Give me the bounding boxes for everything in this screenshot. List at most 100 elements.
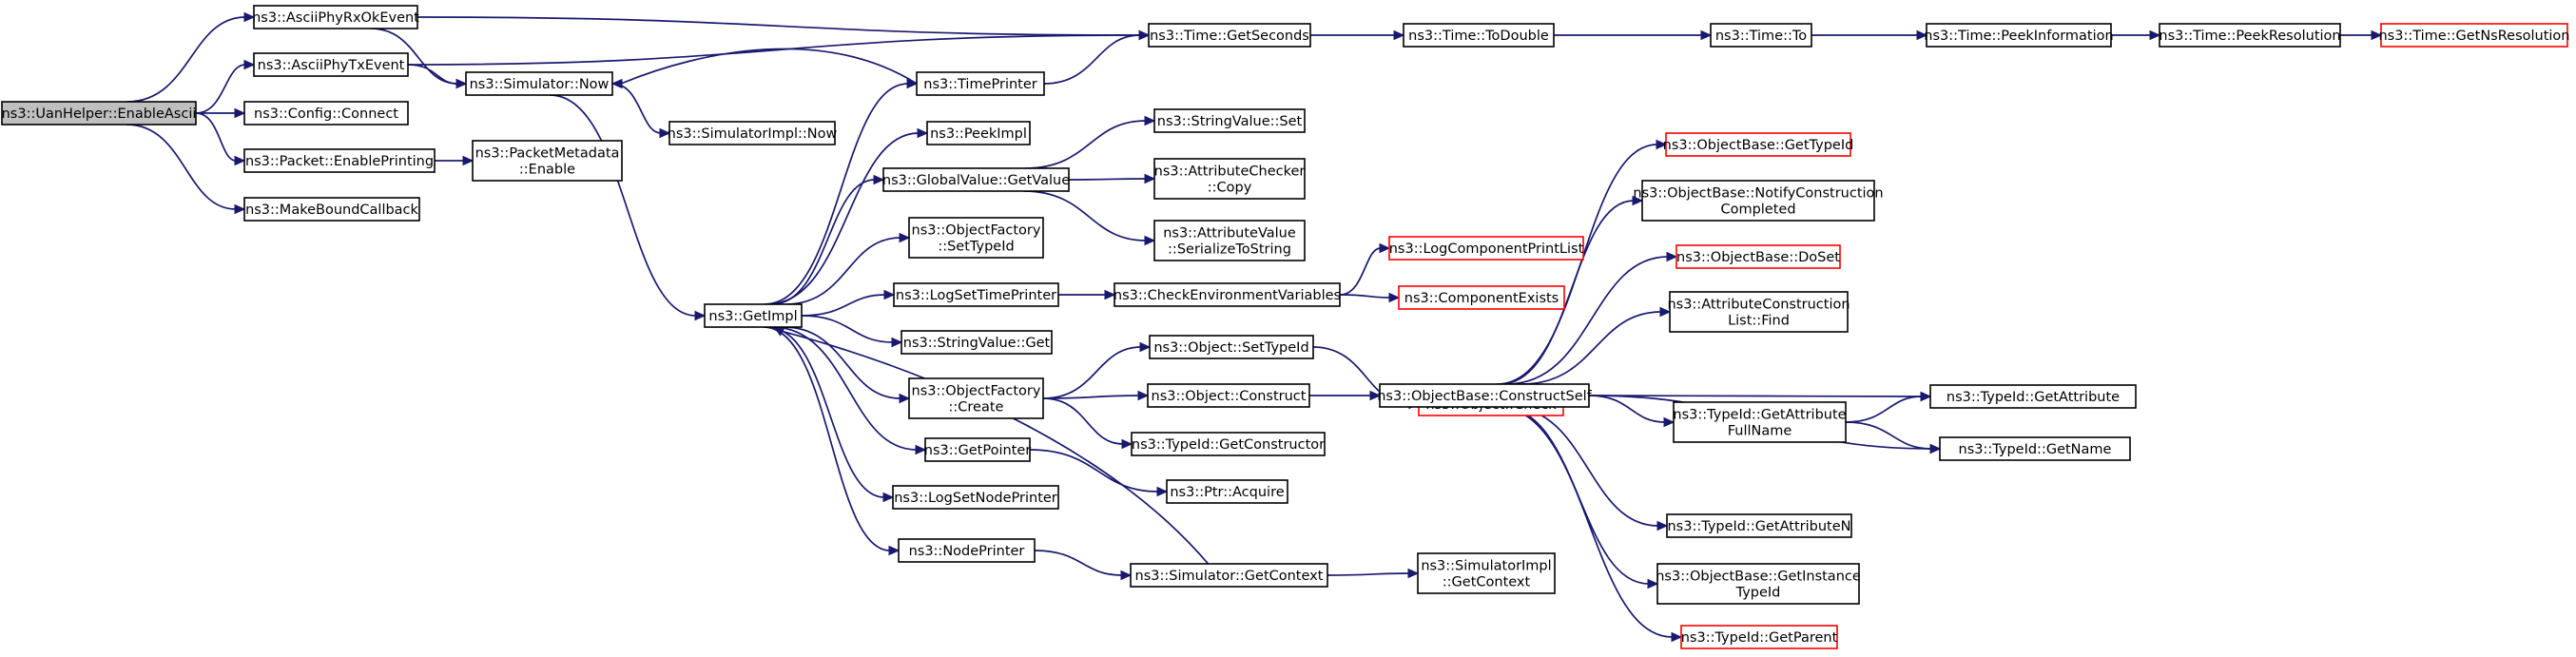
node-obnotify[interactable]: ns3::ObjectBase::NotifyConstructionCompl…	[1633, 180, 1884, 222]
node-box[interactable]	[1398, 285, 1565, 310]
node-enableprinting[interactable]: ns3::Packet::EnablePrinting	[243, 148, 436, 173]
node-box[interactable]	[1673, 401, 1847, 443]
node-box[interactable]	[1710, 23, 1812, 48]
node-logsetnodeprinter[interactable]: ns3::LogSetNodePrinter	[892, 485, 1059, 510]
node-tidgetattrn[interactable]: ns3::TypeId::GetAttributeN	[1666, 513, 1852, 538]
node-svget[interactable]: ns3::StringValue::Get	[901, 330, 1053, 355]
node-timepeekinfo[interactable]: ns3::Time::PeekInformation	[1924, 23, 2114, 48]
node-box[interactable]	[1665, 132, 1851, 157]
node-timetodouble[interactable]: ns3::Time::ToDouble	[1403, 23, 1555, 48]
node-box[interactable]	[1929, 384, 2137, 409]
node-box[interactable]	[465, 71, 613, 96]
node-box[interactable]	[2380, 23, 2568, 48]
node-box[interactable]	[668, 121, 836, 145]
arrowhead	[234, 155, 246, 166]
node-mbc[interactable]: ns3::MakeBoundCallback	[243, 197, 420, 222]
node-box[interactable]	[1939, 436, 2131, 461]
node-ofsettypeid[interactable]: ns3::ObjectFactory::SetTypeId	[908, 217, 1044, 259]
node-obdoset[interactable]: ns3::ObjectBase::DoSet	[1675, 244, 1841, 269]
node-box[interactable]	[472, 140, 623, 182]
node-logsettimeprinter[interactable]: ns3::LogSetTimePrinter	[893, 282, 1059, 307]
node-objsettypeid[interactable]: ns3::Object::SetTypeId	[1149, 335, 1314, 359]
node-box[interactable]	[1166, 479, 1288, 504]
node-simgetctx[interactable]: ns3::Simulator::GetContext	[1130, 563, 1328, 588]
node-rxok[interactable]: ns3::AsciiPhyRxOkEvent	[252, 5, 419, 29]
node-simimplnow[interactable]: ns3::SimulatorImpl::Now	[668, 121, 838, 145]
node-box[interactable]	[893, 282, 1059, 307]
node-box[interactable]	[1131, 432, 1326, 456]
node-box[interactable]	[1926, 23, 2112, 48]
node-pmenable[interactable]: ns3::PacketMetadata::Enable	[472, 140, 623, 182]
node-box[interactable]	[1669, 291, 1849, 333]
node-box[interactable]	[1153, 158, 1306, 200]
node-box[interactable]	[1388, 236, 1584, 261]
node-box[interactable]	[926, 121, 1031, 145]
node-ofcreate[interactable]: ns3::ObjectFactory::Create	[908, 377, 1044, 419]
node-simnow[interactable]: ns3::Simulator::Now	[465, 71, 613, 96]
node-objconstruct[interactable]: ns3::Object::Construct	[1147, 383, 1310, 408]
node-avser[interactable]: ns3::AttributeValue::SerializeToString	[1153, 220, 1306, 261]
node-gvgetvalue[interactable]: ns3::GlobalValue::GetValue	[882, 167, 1070, 192]
node-getimpl[interactable]: ns3::GetImpl	[704, 303, 803, 328]
node-box[interactable]	[1153, 108, 1306, 133]
node-box[interactable]	[1403, 23, 1555, 48]
node-box[interactable]	[916, 71, 1045, 96]
node-box[interactable]	[1675, 244, 1841, 269]
node-svset[interactable]: ns3::StringValue::Set	[1153, 108, 1306, 133]
node-box[interactable]	[901, 330, 1053, 355]
node-timeto[interactable]: ns3::Time::To	[1710, 23, 1812, 48]
node-checkenv[interactable]: ns3::CheckEnvironmentVariables	[1114, 282, 1341, 307]
node-box[interactable]	[1379, 383, 1590, 408]
node-root[interactable]: ns3::UanHelper::EnableAscii	[1, 101, 197, 126]
arrowhead	[2371, 29, 2383, 41]
node-obgettypeid[interactable]: ns3::ObjectBase::GetTypeId	[1663, 132, 1854, 157]
node-box[interactable]	[243, 148, 436, 173]
node-box[interactable]	[1148, 23, 1311, 48]
node-box[interactable]	[253, 52, 409, 77]
node-tidgetname[interactable]: ns3::TypeId::GetName	[1939, 436, 2131, 461]
node-box[interactable]	[243, 197, 420, 222]
node-box[interactable]	[253, 5, 418, 29]
node-obconstructself[interactable]: ns3::ObjectBase::ConstructSelf	[1377, 383, 1593, 408]
node-tx[interactable]: ns3::AsciiPhyTxEvent	[253, 52, 409, 77]
node-tidgetparent[interactable]: ns3::TypeId::GetParent	[1680, 625, 1838, 649]
node-box[interactable]	[704, 303, 803, 328]
node-box[interactable]	[1147, 383, 1310, 408]
node-box[interactable]	[898, 538, 1036, 563]
node-box[interactable]	[1153, 220, 1306, 261]
node-box[interactable]	[1, 101, 197, 126]
node-timegetseconds[interactable]: ns3::Time::GetSeconds	[1148, 23, 1311, 48]
node-box[interactable]	[1114, 282, 1341, 307]
node-box[interactable]	[908, 217, 1044, 259]
node-box[interactable]	[924, 437, 1031, 462]
node-simimplgetctx[interactable]: ns3::SimulatorImpl::GetContext	[1417, 552, 1556, 594]
node-box[interactable]	[1149, 335, 1314, 359]
node-getpointer[interactable]: ns3::GetPointer	[924, 437, 1032, 462]
node-compexists[interactable]: ns3::ComponentExists	[1398, 285, 1565, 310]
node-accopy[interactable]: ns3::AttributeChecker::Copy	[1153, 158, 1306, 200]
node-box[interactable]	[1641, 180, 1875, 222]
node-timeprinter[interactable]: ns3::TimePrinter	[916, 71, 1045, 96]
node-connect[interactable]: ns3::Config::Connect	[243, 101, 409, 126]
node-box[interactable]	[908, 377, 1044, 419]
node-box[interactable]	[2159, 23, 2341, 48]
node-box[interactable]	[1680, 625, 1838, 649]
node-timepeekres[interactable]: ns3::Time::PeekResolution	[2159, 23, 2341, 48]
node-tidgetctor[interactable]: ns3::TypeId::GetConstructor	[1131, 432, 1326, 456]
node-timegetns[interactable]: ns3::Time::GetNsResolution	[2378, 23, 2570, 48]
node-tidgetattr[interactable]: ns3::TypeId::GetAttribute	[1929, 384, 2137, 409]
node-logcpl[interactable]: ns3::LogComponentPrintList	[1388, 236, 1584, 261]
node-peekimpl[interactable]: ns3::PeekImpl	[926, 121, 1031, 145]
node-box[interactable]	[1417, 552, 1556, 594]
node-box[interactable]	[882, 167, 1070, 192]
node-ptracquire[interactable]: ns3::Ptr::Acquire	[1166, 479, 1288, 504]
node-box[interactable]	[1666, 513, 1852, 538]
node-box[interactable]	[243, 101, 409, 126]
node-box[interactable]	[1656, 563, 1860, 605]
node-box[interactable]	[892, 485, 1059, 510]
node-box[interactable]	[1130, 563, 1328, 588]
node-nodeprinter[interactable]: ns3::NodePrinter	[898, 538, 1036, 563]
